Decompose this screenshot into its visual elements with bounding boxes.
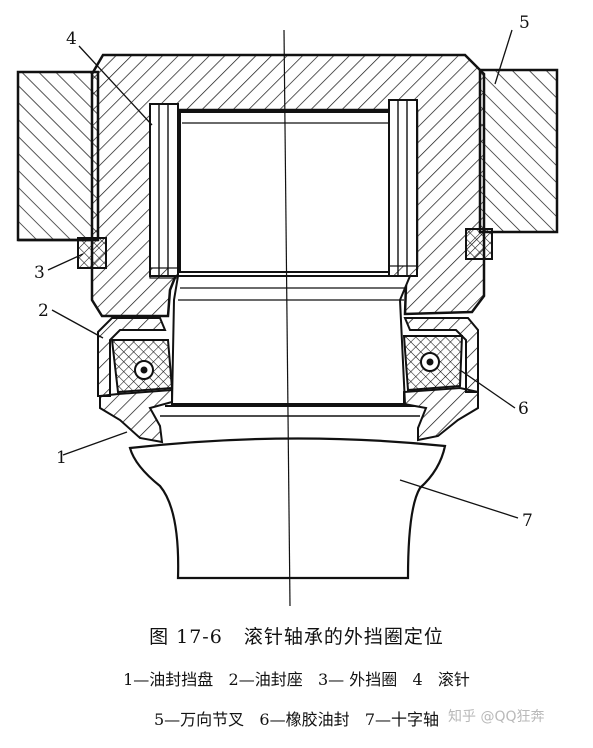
bearing-cross-section-drawing: 4 5 3 2 1 6 7 bbox=[16, 13, 559, 607]
center-line bbox=[283, 29, 291, 607]
watermark: 知乎 @QQ狂奔 bbox=[448, 709, 545, 725]
label-1: 1 bbox=[56, 448, 67, 468]
needle-roller bbox=[149, 99, 418, 279]
label-3: 3 bbox=[34, 263, 45, 283]
label-6: 6 bbox=[518, 399, 529, 419]
rubber-oil-seal bbox=[110, 335, 464, 394]
legend-line-1: 1—油封挡盘 2—油封座 3— 外挡圈 4 滚针 bbox=[123, 670, 470, 689]
cross-shaft bbox=[128, 275, 447, 580]
figure-caption-title: 图 17-6 滚针轴承的外挡圈定位 bbox=[149, 626, 444, 648]
outer-retaining-ring bbox=[77, 228, 493, 269]
legend-line-2: 5—万向节叉 6—橡胶油封 7—十字轴 bbox=[153, 710, 440, 729]
leader-lines bbox=[47, 29, 519, 519]
oil-seal-retaining-plate bbox=[99, 386, 479, 444]
label-4: 4 bbox=[66, 29, 77, 49]
label-7: 7 bbox=[522, 511, 533, 531]
label-5: 5 bbox=[519, 13, 530, 33]
label-2: 2 bbox=[38, 301, 49, 321]
